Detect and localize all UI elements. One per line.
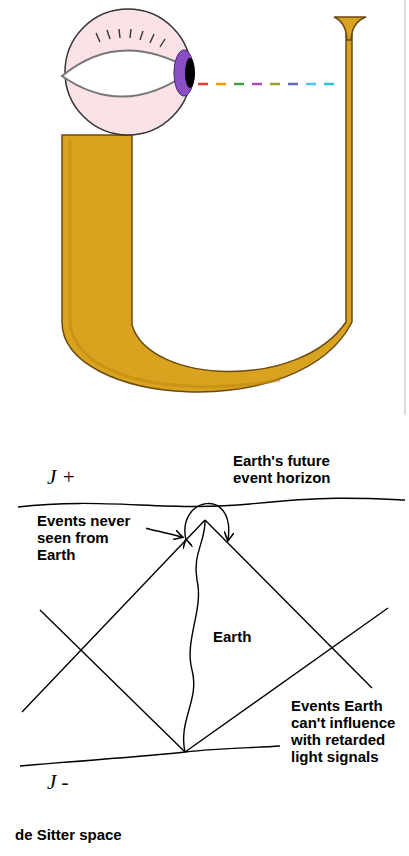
future-infinity-label: J + [46, 466, 77, 488]
penrose-diagram [18, 498, 405, 766]
eye-white [62, 50, 192, 96]
horizon-label: Earth's future event horizon [232, 452, 374, 486]
no-influence-label: Events Earth can't influence with retard… [290, 697, 404, 765]
frame-line [405, 0, 406, 415]
diagram-title: de Sitter space [14, 826, 123, 843]
never-seen-label: Events never seen from Earth [36, 512, 146, 563]
u-tip [334, 17, 366, 40]
earth-worldline [184, 520, 205, 752]
past-infinity-label: J - [46, 771, 70, 793]
past-infinity [20, 746, 280, 766]
horizon-loop [185, 504, 229, 540]
iris [174, 50, 194, 96]
leader-line [145, 528, 182, 537]
worldline-label: Earth [212, 628, 252, 645]
pupil [185, 58, 195, 88]
future-infinity [18, 498, 405, 507]
eyelashes [96, 29, 165, 47]
light-ray [198, 83, 334, 86]
universe-u [62, 34, 352, 392]
